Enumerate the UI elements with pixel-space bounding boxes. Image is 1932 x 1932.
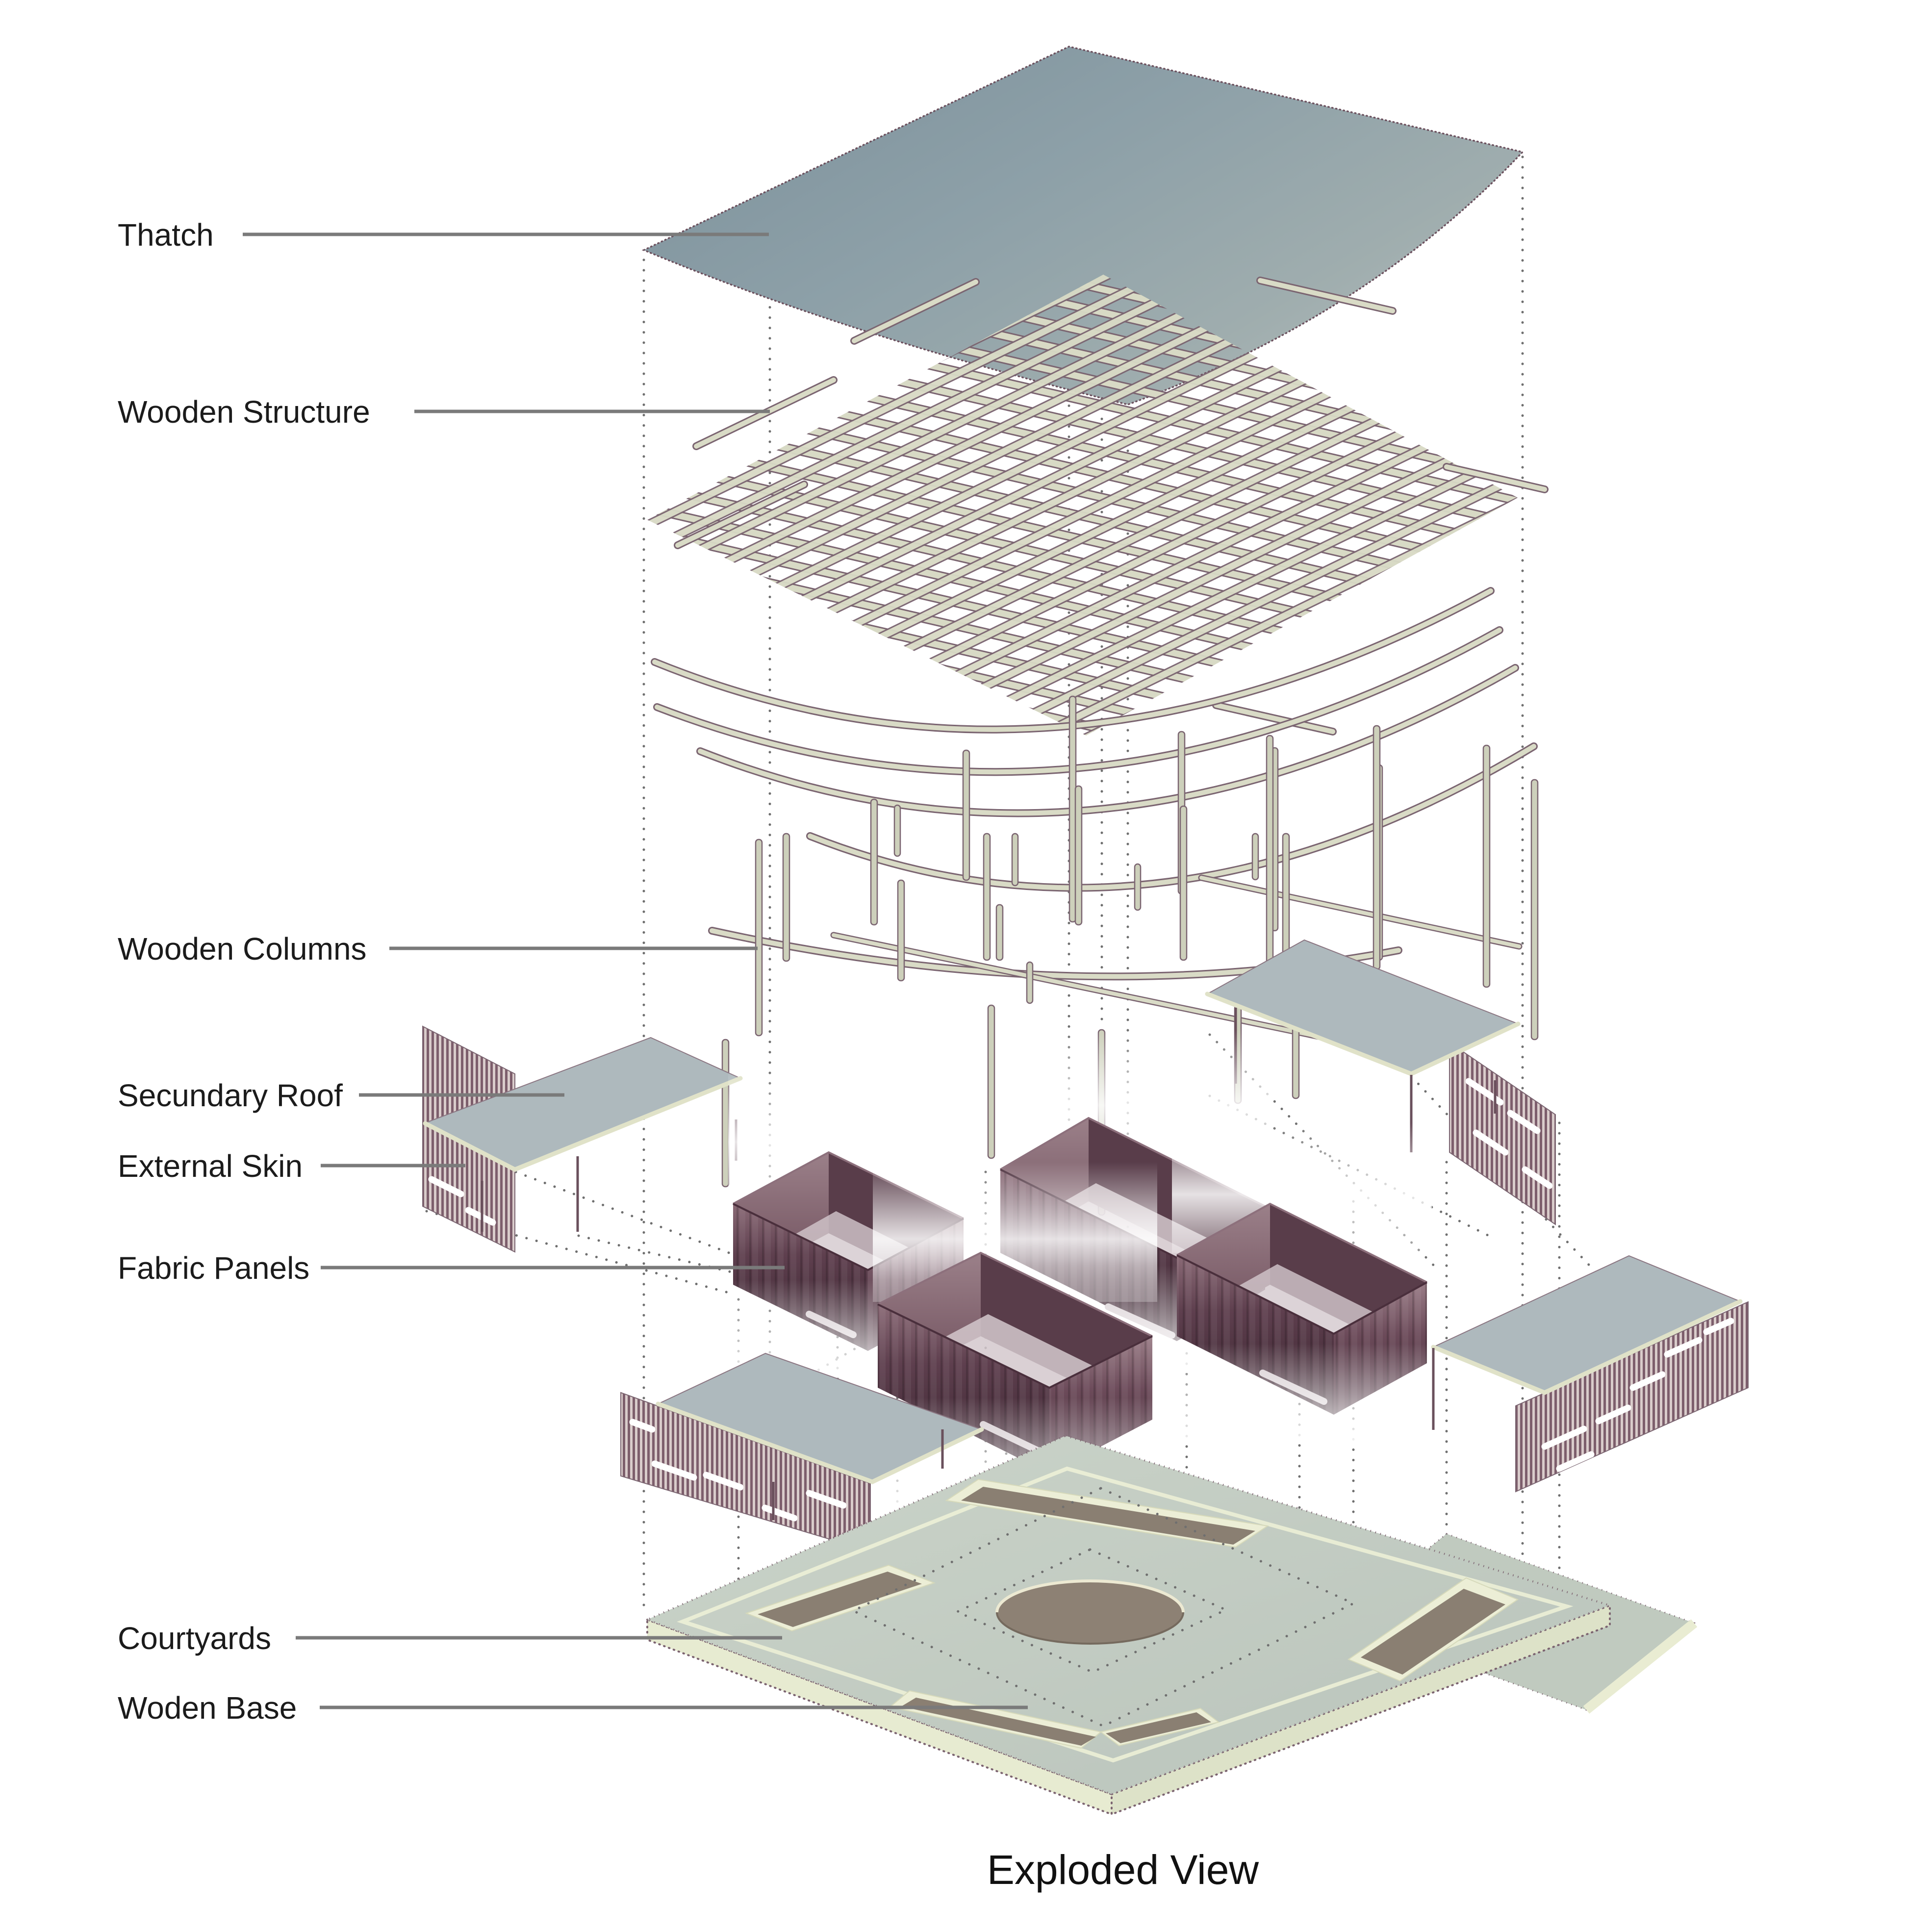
column-rod [870, 798, 878, 926]
column-rod [983, 833, 991, 961]
external-skin-panel [1449, 1042, 1556, 1225]
skin-slots [1541, 1318, 1734, 1472]
external-skin-panel [1515, 1301, 1749, 1493]
lattice-rods-set1 [647, 275, 1518, 736]
courtyard-recess-bottom [889, 1690, 1220, 1749]
base-projection-outlines [850, 1487, 1356, 1728]
column-rod [721, 1039, 730, 1188]
column-rod [1282, 833, 1290, 961]
column-rod [987, 1004, 995, 1159]
diagram-title: Exploded View [987, 1847, 1259, 1893]
column-rod [1482, 744, 1491, 988]
column-rod [995, 904, 1004, 961]
column-rod [962, 749, 970, 881]
label-wooden-base: Woden Base [118, 1690, 297, 1726]
column-rod [897, 879, 905, 982]
base-inner-rim [677, 1466, 1574, 1763]
secondary-roof-unit-lower-left [620, 1352, 984, 1552]
label-wooden-columns: Wooden Columns [118, 931, 367, 966]
courtyard-recess-left [745, 1564, 936, 1632]
column-rod [755, 839, 763, 1037]
column-rod [1266, 735, 1274, 992]
label-external-skin: External Skin [118, 1148, 303, 1184]
column-rod [782, 833, 790, 962]
column-rod [1074, 785, 1083, 926]
label-thatch: Thatch [118, 217, 214, 253]
fabric-panel-box [1172, 1123, 1432, 1442]
wooden-structure-layer [647, 275, 1549, 1057]
courtyard-recess-top [945, 1478, 1269, 1548]
central-circle-court [995, 1579, 1185, 1645]
wooden-base-layer [644, 1434, 1698, 1816]
label-secondary-roof: Secundary Roof [118, 1078, 343, 1113]
courtyard-recess-right [1347, 1577, 1519, 1682]
roof-legs [772, 1429, 944, 1520]
leader-lines [243, 232, 1028, 1709]
skin-slots [629, 1419, 847, 1526]
column-rod [1179, 805, 1188, 961]
label-fabric-panels: Fabric Panels [118, 1250, 309, 1286]
secondary-roof-unit-upper-left [422, 1025, 743, 1253]
column-rod [1530, 779, 1539, 1041]
secondary-roof-unit-lower-right [1431, 1255, 1749, 1493]
labels: Thatch Wooden Structure Wooden Columns S… [118, 217, 370, 1726]
label-courtyards: Courtyards [118, 1621, 271, 1656]
column-rod [1373, 725, 1381, 970]
beam-posts [893, 804, 1259, 1004]
label-wooden-structure: Wooden Structure [118, 394, 370, 430]
